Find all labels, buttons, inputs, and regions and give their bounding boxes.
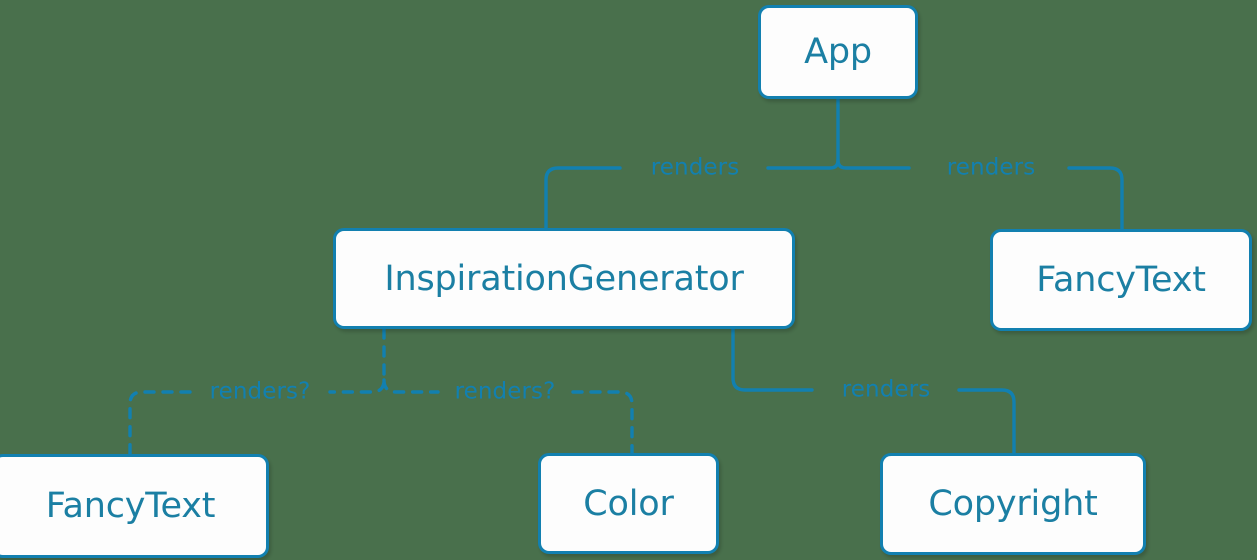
edge-label-app-to-fancytext-right: renders: [946, 154, 1036, 181]
edge-app-stem: [766, 97, 840, 170]
node-app-label: App: [804, 32, 872, 72]
node-fancytext-right-label: FancyText: [1036, 260, 1206, 300]
node-app[interactable]: App: [758, 5, 918, 99]
edge-inspiration-to-fancytext-bottom: [128, 390, 192, 456]
edge-inspiration-to-copyright-tail: [957, 388, 1016, 455]
node-fancytext-bottom[interactable]: FancyText: [0, 454, 269, 558]
node-inspiration-generator-label: InspirationGenerator: [384, 258, 744, 299]
node-fancytext-bottom-label: FancyText: [45, 486, 216, 526]
node-copyright-label: Copyright: [928, 484, 1098, 524]
node-color[interactable]: Color: [538, 453, 719, 554]
node-fancytext-right[interactable]: FancyText: [990, 229, 1252, 331]
edge-inspiration-dashed-stem: [328, 327, 386, 394]
edge-inspiration-dashed-stem-right: [382, 378, 440, 394]
edge-inspiration-to-color: [571, 390, 634, 455]
edge-label-app-to-inspiration: renders: [650, 154, 740, 181]
edge-label-inspiration-to-fancytext-bottom: renders?: [209, 378, 311, 405]
edge-app-stem-right: [836, 158, 911, 170]
node-inspiration-generator[interactable]: InspirationGenerator: [333, 228, 795, 329]
node-color-label: Color: [583, 483, 674, 524]
edge-app-to-fancytext-right: [1067, 166, 1124, 231]
edge-label-inspiration-to-copyright: renders: [841, 376, 931, 403]
edge-label-inspiration-to-color: renders?: [454, 378, 556, 405]
edge-app-to-inspiration: [544, 166, 622, 230]
node-copyright[interactable]: Copyright: [880, 453, 1146, 555]
edge-inspiration-to-copyright: [731, 327, 814, 392]
